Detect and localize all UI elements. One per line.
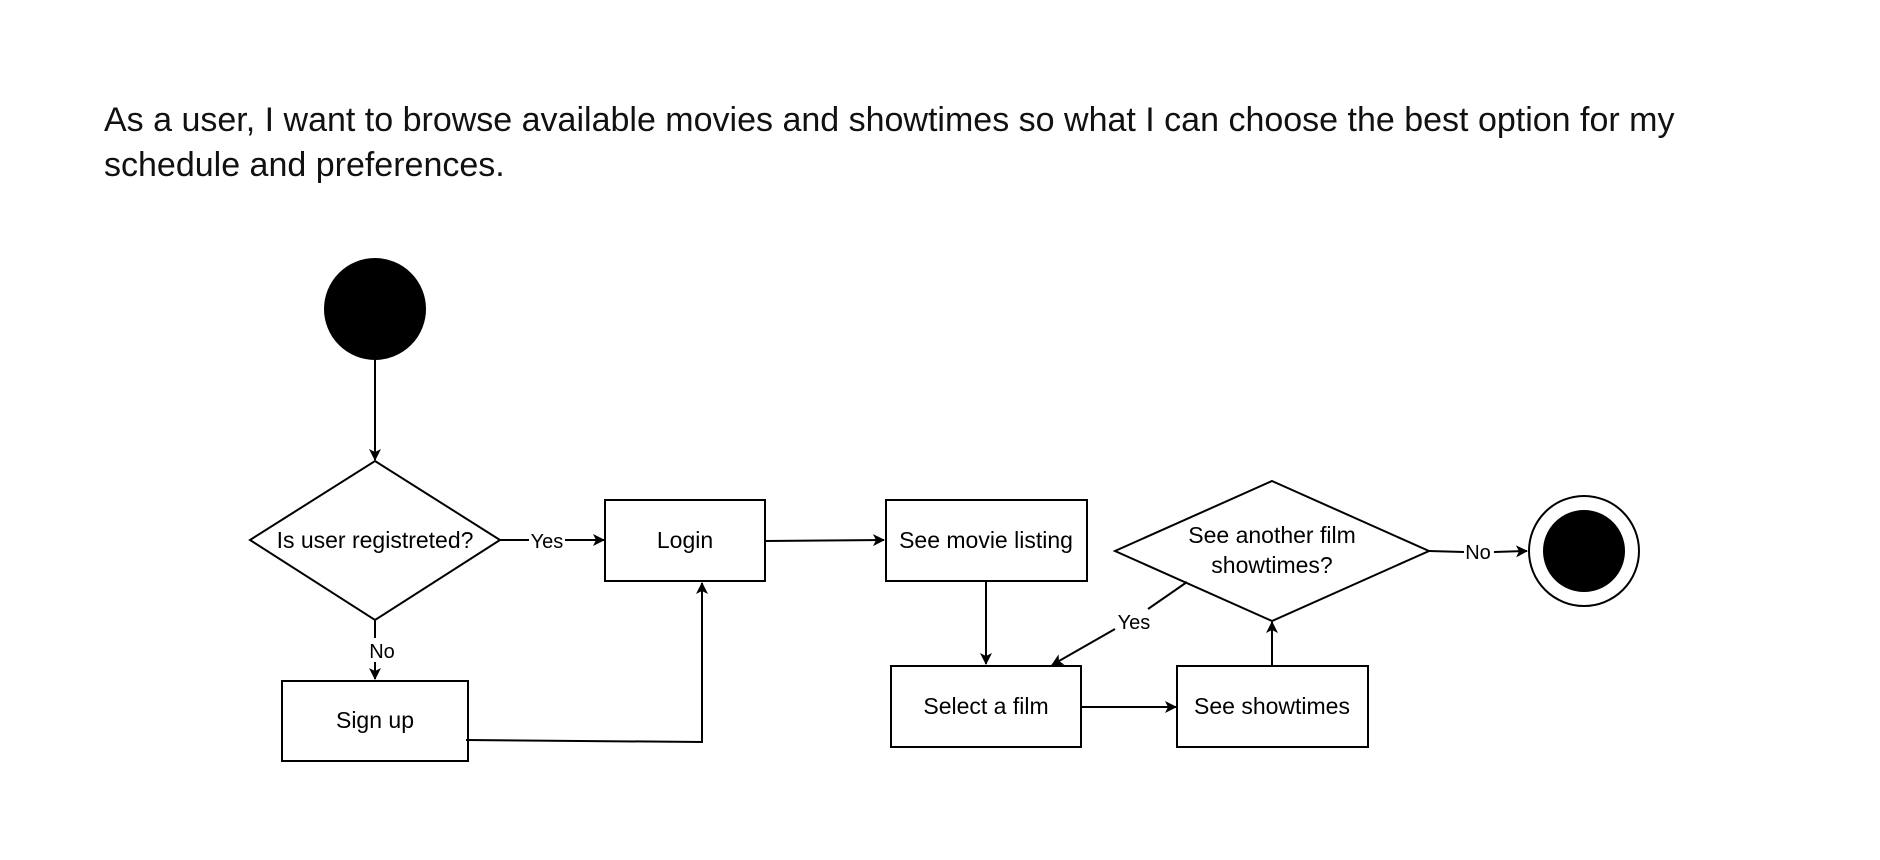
decision-registered: Is user registreted? [248, 459, 502, 622]
edge-label-another-yes: Yes [1118, 612, 1151, 634]
decision-another-label-line2: showtimes? [1211, 552, 1332, 578]
decision-registered-label: Is user registreted? [277, 527, 474, 553]
edge-login-to-listing [764, 534, 885, 547]
movie-listing-label: See movie listing [899, 527, 1073, 553]
end-node [1528, 495, 1640, 607]
showtimes-label: See showtimes [1194, 693, 1350, 719]
start-node [324, 258, 426, 360]
decision-another-label-line1: See another film [1188, 522, 1355, 548]
select-film-action: Select a film [890, 665, 1082, 748]
edge-label-registered-no: No [369, 641, 395, 663]
user-story-text: As a user, I want to browse available mo… [104, 101, 1675, 184]
login-label: Login [657, 527, 713, 553]
showtimes-action: See showtimes [1176, 665, 1369, 748]
decision-another-showtimes: See another film showtimes? [1112, 479, 1432, 623]
login-action: Login [604, 499, 766, 582]
signup-label: Sign up [336, 707, 414, 733]
signup-action: Sign up [281, 680, 469, 762]
movie-listing-action: See movie listing [885, 499, 1088, 582]
edge-decision-to-select [1052, 581, 1188, 665]
edge-label-another-no: No [1465, 542, 1491, 564]
edge-decision-to-end [1428, 551, 1527, 552]
edge-label-registered-yes: Yes [531, 531, 564, 553]
select-film-label: Select a film [923, 693, 1048, 719]
edge-signup-to-login [465, 582, 708, 744]
